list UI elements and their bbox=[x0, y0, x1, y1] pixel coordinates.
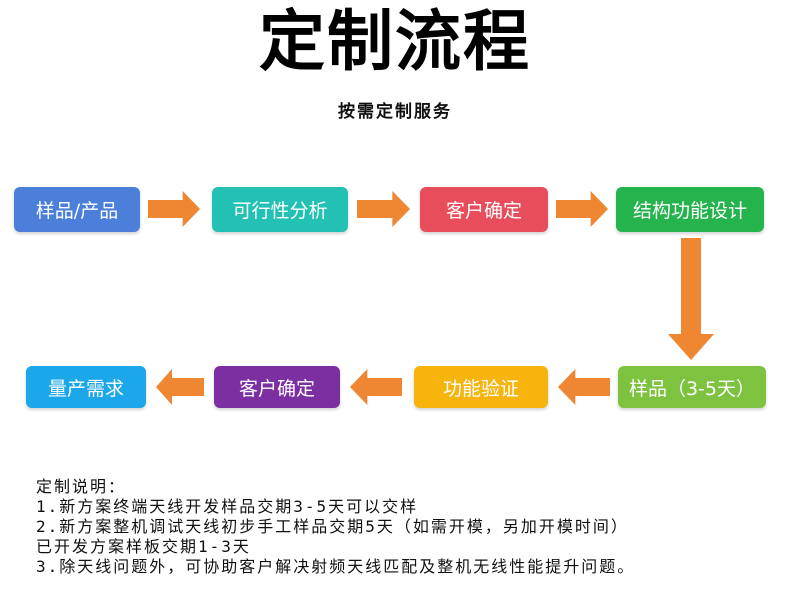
flow-step-feasibility-analysis: 可行性分析 bbox=[212, 187, 348, 232]
page-subtitle: 按需定制服务 bbox=[338, 102, 452, 122]
left-arrow-icon bbox=[156, 369, 204, 405]
notes-line: 3.除天线问题外，可协助客户解决射频天线匹配及整机无线性能提升问题。 bbox=[36, 557, 636, 576]
notes-line: 1.新方案终端天线开发样品交期3-5天可以交样 bbox=[36, 497, 419, 516]
right-arrow-icon bbox=[148, 191, 200, 227]
flow-step-customer-confirm-2: 客户确定 bbox=[214, 366, 340, 408]
flow-step-sample-product: 样品/产品 bbox=[14, 187, 140, 232]
down-arrow-icon bbox=[668, 238, 714, 360]
flow-step-function-verification: 功能验证 bbox=[414, 366, 548, 408]
flow-step-mass-production: 量产需求 bbox=[26, 366, 146, 408]
notes-line: 2.新方案整机调试天线初步手工样品交期5天（如需开模，另加开模时间） bbox=[36, 517, 629, 536]
flow-step-sample-delivery: 样品（3-5天） bbox=[618, 366, 766, 408]
right-arrow-icon bbox=[357, 191, 410, 227]
page-title: 定制流程 bbox=[259, 3, 531, 80]
notes-line: 已开发方案样板交期1-3天 bbox=[36, 537, 251, 556]
left-arrow-icon bbox=[558, 369, 610, 405]
flow-step-customer-confirm: 客户确定 bbox=[420, 187, 548, 232]
right-arrow-icon bbox=[556, 191, 608, 227]
customization-notes: 定制说明： 1.新方案终端天线开发样品交期3-5天可以交样 2.新方案整机调试天… bbox=[36, 477, 635, 577]
notes-heading: 定制说明： bbox=[36, 477, 127, 496]
flow-step-structure-design: 结构功能设计 bbox=[616, 187, 764, 232]
left-arrow-icon bbox=[350, 369, 402, 405]
